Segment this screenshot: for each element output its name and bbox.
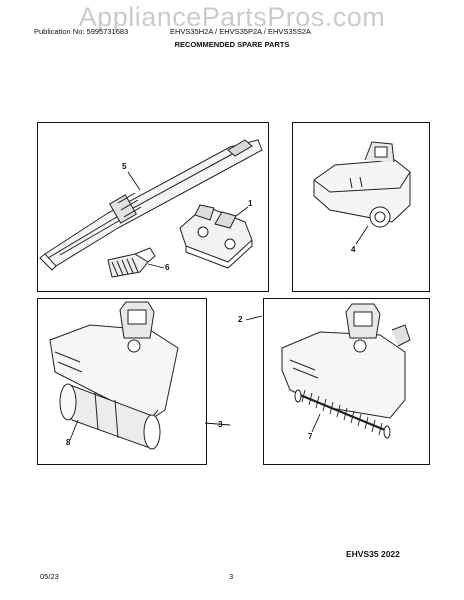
page-number: 3 <box>229 572 234 581</box>
footer-date: 05/23 <box>40 572 59 581</box>
model-numbers: EHVS35H2A / EHVS35P2A / EHVS35S2A <box>170 27 311 36</box>
callout-3: 3 <box>218 420 223 429</box>
publication-number: Publication No: 5995731683 <box>34 27 129 36</box>
brush-strip-icon <box>107 247 156 278</box>
crevice-tool-icon <box>39 139 263 271</box>
page-title: RECOMMENDED SPARE PARTS <box>174 40 290 49</box>
callout-5: 5 <box>122 162 127 171</box>
mini-turbo-nozzle-icon <box>313 141 411 228</box>
callout-4: 4 <box>351 245 356 254</box>
callout-6: 6 <box>165 263 170 272</box>
watermark: AppliancePartsPros.com <box>78 2 386 32</box>
callout-7: 7 <box>308 432 313 441</box>
power-nozzle-head-icon <box>49 301 179 450</box>
callout-1: 1 <box>248 199 253 208</box>
motor-mount-icon <box>179 204 253 269</box>
callout-2: 2 <box>238 315 243 324</box>
callout-8: 8 <box>66 438 71 447</box>
power-nozzle-alt-icon <box>281 303 411 439</box>
drawing-reference: EHVS35 2022 <box>346 549 400 559</box>
